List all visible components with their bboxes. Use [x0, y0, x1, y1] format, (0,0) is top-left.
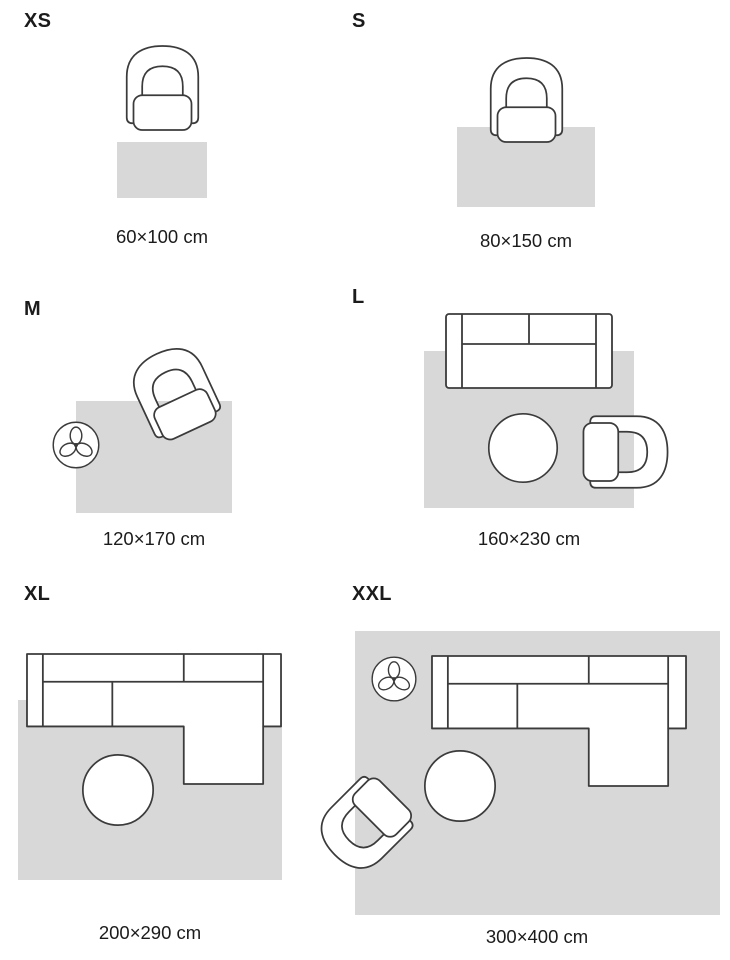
coffee-table-icon [422, 748, 498, 824]
size-label-l: L [352, 286, 365, 308]
armchair-icon [483, 54, 570, 146]
coffee-table-icon [486, 411, 560, 485]
rug-rectangle-xs [117, 142, 207, 198]
armchair-icon [580, 409, 672, 496]
dimension-label-xs: 60×100 cm [115, 226, 209, 247]
size-label-m: M [24, 298, 41, 320]
dimension-label-xxl: 300×400 cm [485, 926, 589, 947]
dimension-label-s: 80×150 cm [479, 230, 573, 251]
plant-side-table-icon [370, 655, 418, 703]
sofa-icon [444, 312, 614, 390]
coffee-table-icon [80, 752, 156, 828]
size-label-xs: XS [24, 10, 52, 32]
size-label-xxl: XXL [352, 583, 392, 605]
plant-side-table-icon [51, 420, 101, 470]
dimension-label-m: 120×170 cm [102, 528, 206, 549]
armchair-icon [119, 42, 206, 134]
size-label-xl: XL [24, 583, 51, 605]
dimension-label-l: 160×230 cm [477, 528, 581, 549]
size-label-s: S [352, 10, 366, 32]
dimension-label-xl: 200×290 cm [98, 922, 202, 943]
